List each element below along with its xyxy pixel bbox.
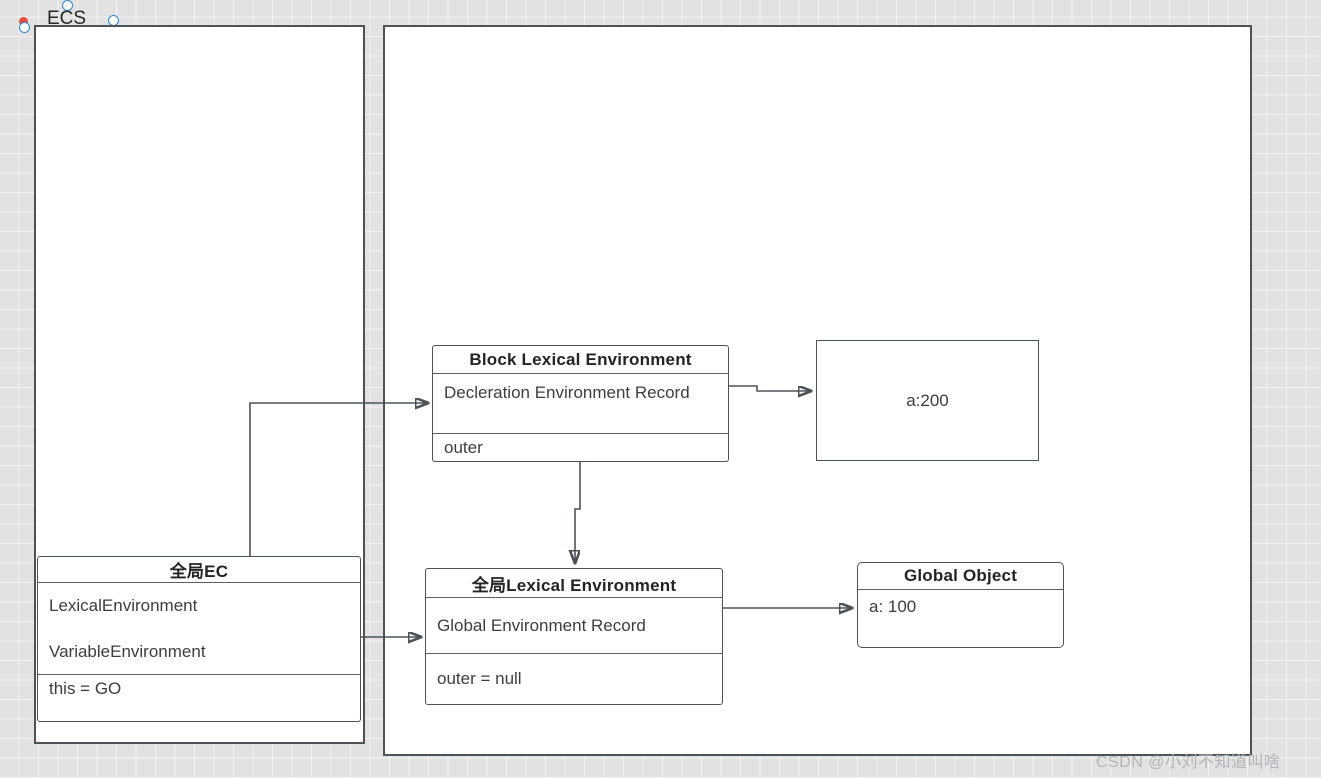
block-lexical-environment-record[interactable]: Decleration Environment Record [444, 383, 690, 402]
global-lexical-environment-record[interactable]: Global Environment Record [437, 615, 646, 635]
global-lexical-environment-title: 全局Lexical Environment [426, 569, 722, 598]
block-lexical-environment-outer[interactable]: outer [433, 433, 728, 461]
global-lexical-environment-outer[interactable]: outer = null [426, 653, 722, 704]
resize-handle-left-icon[interactable] [19, 22, 30, 33]
global-lexical-environment-box[interactable]: 全局Lexical Environment Global Environment… [425, 568, 723, 705]
canvas-shape-label: ECS [47, 8, 87, 29]
global-ec-footer-this: this = GO [38, 674, 360, 703]
global-object-entry-a[interactable]: a: 100 [869, 597, 917, 616]
block-record-value-box[interactable]: a:200 [816, 340, 1039, 461]
global-ec-row-lexicalenvironment[interactable]: LexicalEnvironment [49, 596, 198, 615]
watermark-text: CSDN @小刘不知道叫啥 [1096, 754, 1281, 771]
global-ec-box[interactable]: 全局EC LexicalEnvironment VariableEnvironm… [37, 556, 361, 722]
global-object-box[interactable]: Global Object a: 100 [857, 562, 1064, 648]
global-object-title: Global Object [858, 563, 1063, 590]
block-lexical-environment-title: Block Lexical Environment [433, 346, 728, 374]
resize-handle-top-icon[interactable] [62, 0, 73, 11]
global-ec-row-variableenvironment[interactable]: VariableEnvironment [49, 641, 206, 661]
global-ec-title: 全局EC [38, 557, 360, 583]
block-lexical-environment-box[interactable]: Block Lexical Environment Decleration En… [432, 345, 729, 462]
